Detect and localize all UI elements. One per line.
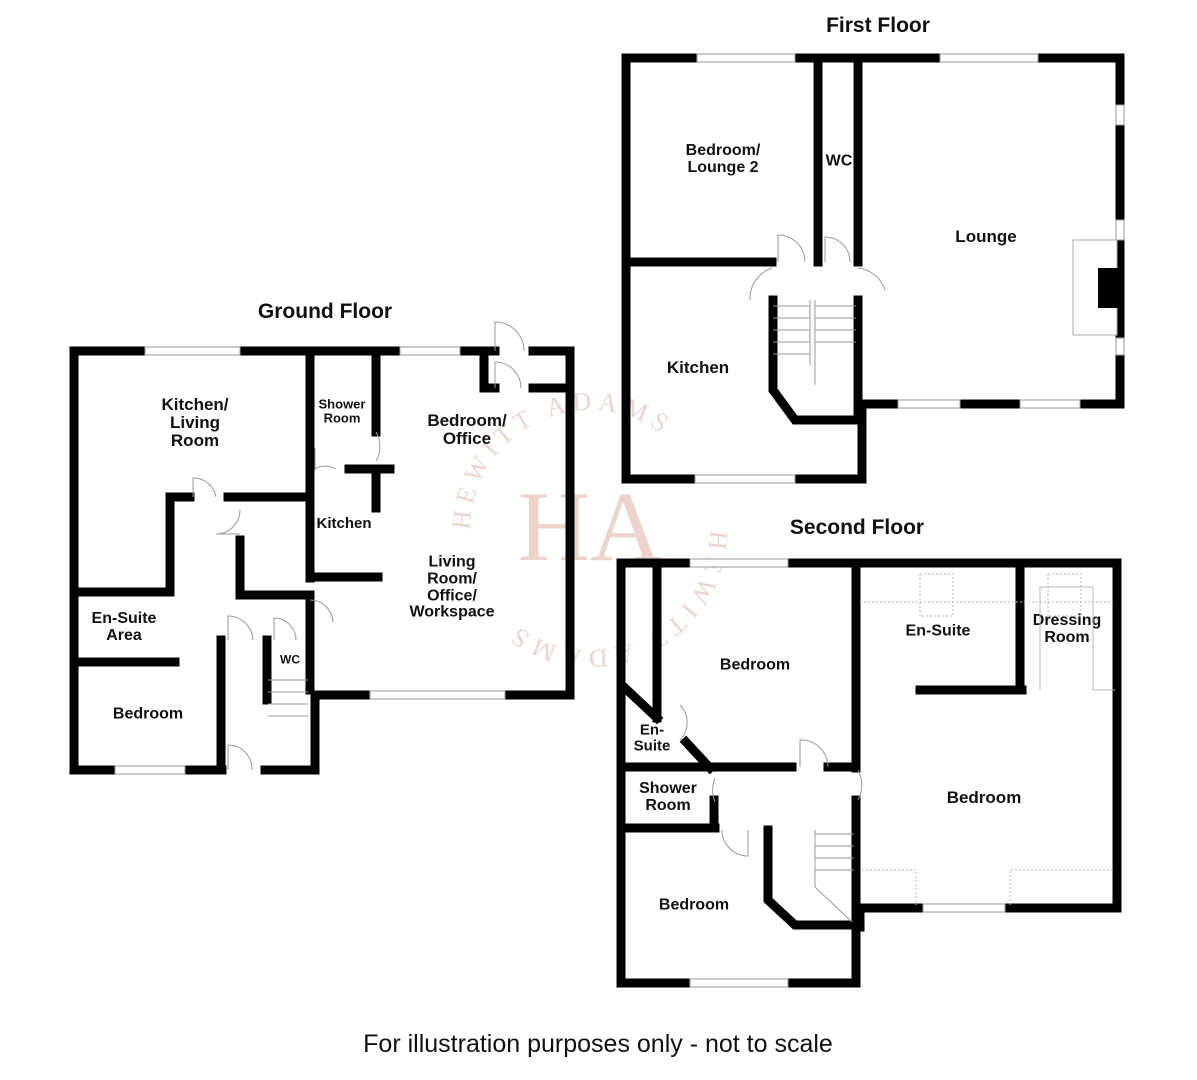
room-label-en-suite-area: En-Suite Area [91, 610, 157, 644]
room-label-bedroom-office: Bedroom/ Office [427, 411, 507, 448]
room-label-bedroom-second-bottom: Bedroom [658, 896, 730, 914]
room-label-kitchen-ground: Kitchen [316, 515, 372, 533]
room-label-bedroom-second-top: Bedroom [719, 656, 791, 674]
room-label-en-suite-left: En- Suite [633, 721, 671, 754]
room-label-en-suite-right: En-Suite [905, 622, 971, 640]
windows [114, 53, 1125, 988]
room-label-bedroom-lounge-2: Bedroom/ Lounge 2 [685, 142, 761, 176]
room-label-shower-room-second: Shower Room [639, 780, 697, 814]
first-floor-title: First Floor [826, 14, 930, 37]
skylights [860, 573, 1113, 905]
ground-floor-title: Ground Floor [257, 300, 393, 323]
room-label-bedroom-ground: Bedroom [112, 705, 184, 723]
second-floor-walls [616, 558, 1122, 988]
wardrobe-outline [1039, 586, 1115, 691]
room-label-dressing-room: Dressing Room [1032, 612, 1102, 646]
second-floor-title: Second Floor [789, 516, 925, 539]
room-label-shower-room: Shower Room [318, 396, 366, 425]
room-label-wc-ground: WC [280, 652, 300, 667]
first-floor-walls [621, 53, 1125, 484]
fireplace [1072, 239, 1118, 336]
walls [69, 53, 1125, 988]
room-label-kitchen-living-room: Kitchen/ Living Room [161, 395, 229, 450]
doors [192, 234, 886, 857]
room-label-living-office-workspace: Living Room/ Office/ Workspace [409, 553, 495, 621]
room-label-kitchen-first: Kitchen [666, 358, 730, 378]
room-label-lounge: Lounge [955, 227, 1017, 247]
ground-floor-walls [69, 346, 575, 775]
stairs [268, 300, 856, 923]
room-label-bedroom-main: Bedroom [946, 788, 1022, 808]
room-label-wc-first: WC [825, 152, 853, 170]
disclaimer-footer: For illustration purposes only - not to … [363, 1030, 833, 1058]
